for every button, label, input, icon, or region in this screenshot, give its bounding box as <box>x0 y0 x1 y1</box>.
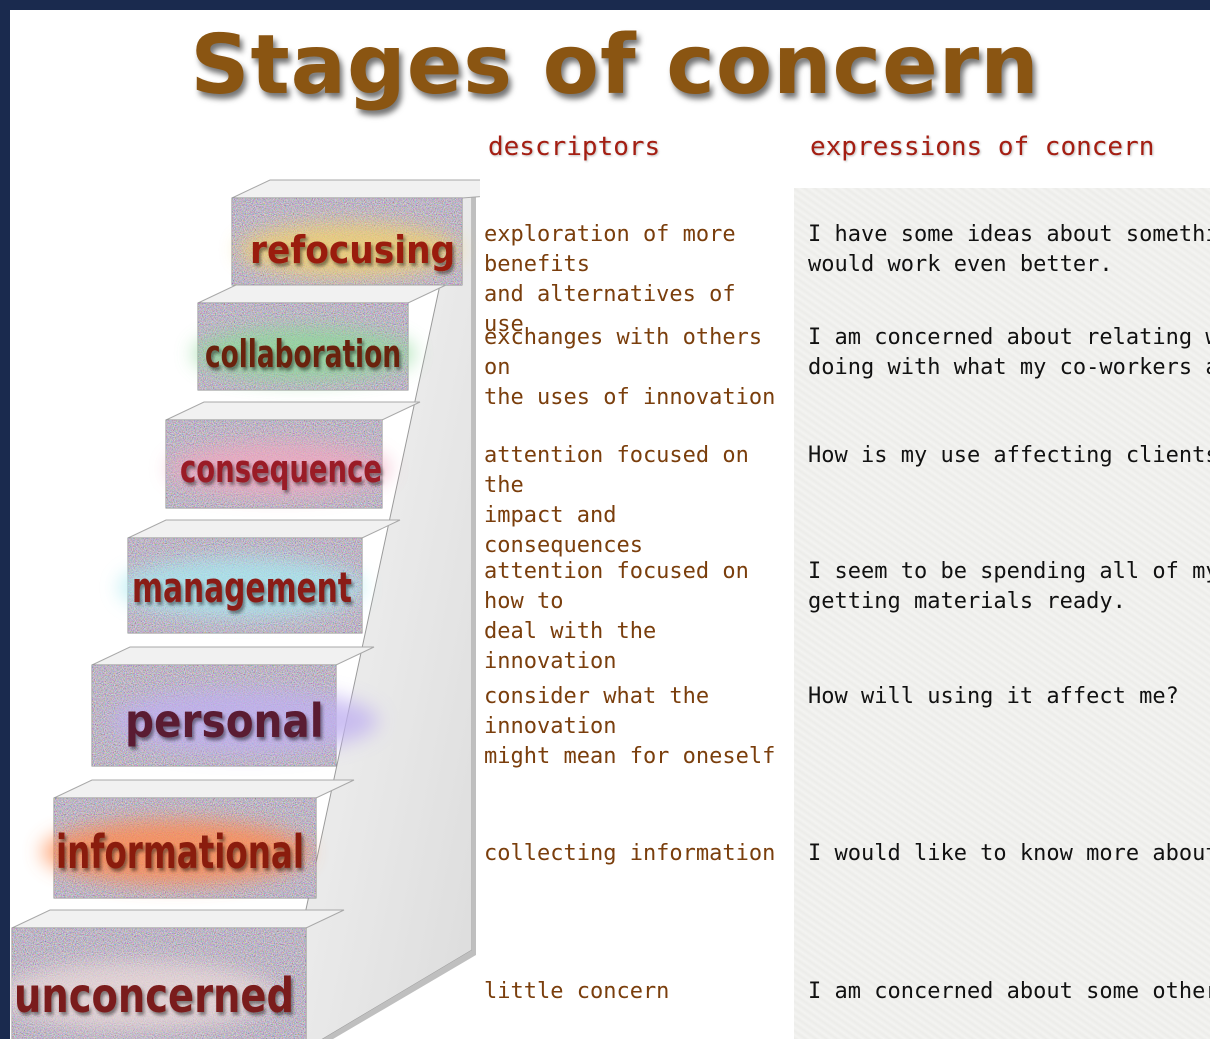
expression-refocusing: I have some ideas about something that wo… <box>808 220 1210 280</box>
stage-label-glow <box>42 819 309 885</box>
stair-tread <box>53 779 355 799</box>
stage-label-glow <box>111 688 378 754</box>
stage-label-collaboration: collaboration <box>205 332 401 376</box>
expression-unconcerned: I am concerned about some other things. <box>808 977 1210 1007</box>
expression-informational: I would like to know more about it. <box>808 839 1210 869</box>
descriptor-line: impact and consequences <box>484 503 643 558</box>
expression-line: I seem to be spending all of my time <box>808 559 1210 584</box>
stage-label-glow <box>119 557 363 617</box>
diagram-title: Stages of concern <box>190 18 1040 113</box>
descriptors-header: descriptors <box>488 132 661 162</box>
stage-label-refocusing: refocusing <box>250 228 455 272</box>
expressions-panel <box>794 188 1210 1039</box>
stage-label-management: management <box>132 563 352 612</box>
descriptor-informational: collecting information <box>484 839 784 869</box>
expression-line: I have some ideas about something that <box>808 222 1210 247</box>
stage-label-personal: personal <box>125 694 324 748</box>
expression-line: getting materials ready. <box>808 589 1126 614</box>
descriptor-line: attention focused on how to <box>484 559 749 614</box>
descriptor-unconcerned: little concern <box>484 977 784 1007</box>
descriptor-collaboration: exchanges with others on the uses of inno… <box>484 323 784 413</box>
expression-management: I seem to be spending all of my time gett… <box>808 557 1210 617</box>
stair-tread <box>165 401 421 421</box>
stair-tread <box>197 284 447 304</box>
descriptor-line: collecting information <box>484 841 776 866</box>
stage-label-glow <box>10 961 278 1029</box>
descriptor-line: deal with the innovation <box>484 619 657 674</box>
expression-collaboration: I am concerned about relating what I am d… <box>808 323 1210 383</box>
descriptor-line: exchanges with others on <box>484 325 763 380</box>
expressions-header: expressions of concern <box>810 132 1155 162</box>
expression-line: How is my use affecting clients? <box>808 443 1210 468</box>
descriptor-line: consider what the innovation <box>484 684 710 739</box>
descriptor-line: little concern <box>484 979 670 1004</box>
descriptor-line: the uses of innovation <box>484 385 776 410</box>
stair-tread <box>91 646 375 666</box>
descriptor-line: attention focused on the <box>484 443 749 498</box>
stage-label-unconcerned: unconcerned <box>14 968 294 1024</box>
expression-personal: How will using it affect me? <box>808 682 1210 712</box>
descriptor-line: and alternatives of use <box>484 282 736 337</box>
expression-line: I would like to know more about it. <box>808 841 1210 866</box>
descriptor-personal: consider what the innovation might mean f… <box>484 682 784 772</box>
expression-line: doing with what my co-workers are doing. <box>808 355 1210 380</box>
stair-tread <box>127 519 401 539</box>
expression-line: How will using it affect me? <box>808 684 1179 709</box>
expression-line: would work even better. <box>808 252 1113 277</box>
expression-consequence: How is my use affecting clients? <box>808 441 1210 471</box>
stair-tread <box>11 909 345 929</box>
descriptor-line: might mean for oneself <box>484 744 776 769</box>
expression-line: I am concerned about some other things. <box>808 979 1210 1004</box>
stair-tread <box>231 179 480 199</box>
descriptor-line: exploration of more benefits <box>484 222 736 277</box>
stage-label-glow <box>193 327 414 381</box>
stage-label-consequence: consequence <box>180 447 382 491</box>
stage-label-informational: informational <box>56 825 304 879</box>
stage-label-glow <box>168 442 389 496</box>
expression-line: I am concerned about relating what I am <box>808 325 1210 350</box>
stage-label-glow <box>238 223 459 277</box>
staircase: refocusing collaboration consequence manage… <box>10 179 480 1039</box>
